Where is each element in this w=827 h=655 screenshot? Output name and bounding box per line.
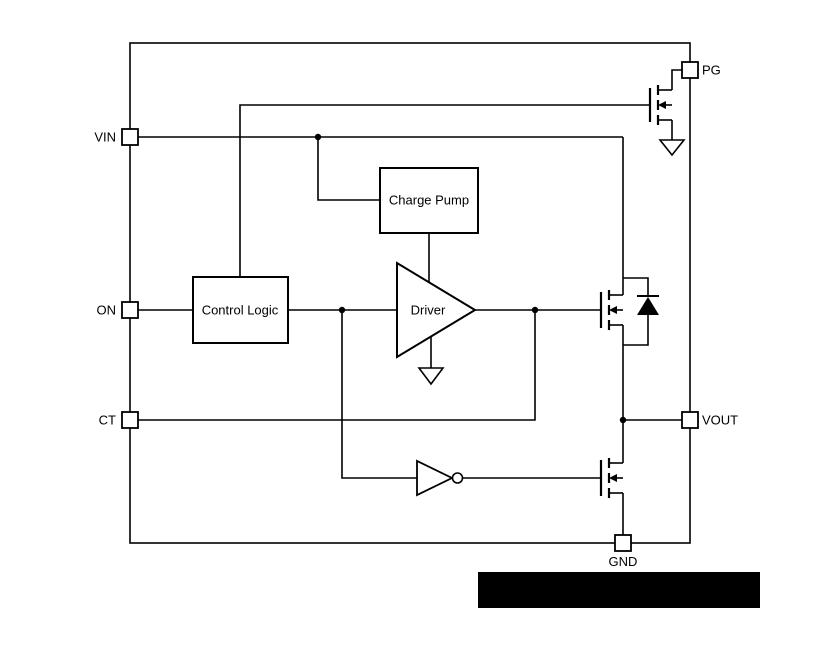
wire-pg-fet-drain bbox=[671, 69, 682, 90]
body-diode-top-lead bbox=[623, 277, 649, 296]
pin-vout-label: VOUT bbox=[702, 413, 738, 428]
pass-fet-body-arrow bbox=[609, 306, 617, 314]
charge-pump-box bbox=[379, 167, 479, 234]
control-logic-box bbox=[192, 276, 289, 344]
control-logic-label: Control Logic bbox=[202, 303, 279, 318]
pin-vout bbox=[681, 411, 699, 429]
pin-pg-label: PG bbox=[702, 63, 721, 78]
inverter bbox=[416, 459, 464, 497]
pin-gnd-label: GND bbox=[609, 554, 638, 569]
wire-charge-pump-input bbox=[317, 137, 380, 201]
inverter-icon bbox=[416, 459, 455, 497]
pin-ct bbox=[121, 411, 139, 429]
junction-dot bbox=[531, 306, 539, 314]
junction-dot bbox=[314, 133, 322, 141]
junction-dot bbox=[619, 416, 627, 424]
pass-fet bbox=[599, 277, 659, 346]
pin-pg bbox=[681, 61, 699, 79]
pg-fet bbox=[648, 85, 686, 157]
wires bbox=[138, 69, 682, 535]
driver-label: Driver bbox=[411, 303, 446, 318]
wire-ct bbox=[138, 310, 536, 421]
inverter-bubble bbox=[451, 472, 464, 484]
discharge-fet-body-arrow bbox=[609, 474, 617, 482]
pin-vin-label: VIN bbox=[94, 130, 116, 145]
pin-ct-label: CT bbox=[99, 413, 116, 428]
wire-inverter-input bbox=[341, 310, 417, 479]
pin-on bbox=[121, 301, 139, 319]
driver-triangle bbox=[396, 261, 477, 359]
discharge-fet bbox=[599, 458, 623, 498]
control-logic-block: Control Logic bbox=[192, 276, 289, 344]
body-diode-icon bbox=[637, 297, 659, 315]
ic-boundary bbox=[129, 42, 691, 544]
charge-pump-block: Charge Pump bbox=[379, 167, 479, 234]
junction-dot bbox=[338, 306, 346, 314]
pin-on-label: ON bbox=[97, 303, 117, 318]
junction-dots bbox=[314, 133, 627, 424]
ground-icon bbox=[658, 139, 686, 157]
pg-fet-body-arrow bbox=[658, 101, 666, 109]
charge-pump-label: Charge Pump bbox=[389, 193, 469, 208]
wire-pg-gate bbox=[239, 104, 650, 277]
pins: VIN ON CT PG VOUT GND bbox=[94, 61, 738, 569]
driver-block: Driver bbox=[396, 261, 477, 386]
ground-icon bbox=[417, 367, 445, 386]
redaction-bar bbox=[478, 572, 760, 608]
body-diode-bottom-lead bbox=[623, 315, 649, 346]
pin-gnd bbox=[614, 534, 632, 552]
pin-vin bbox=[121, 128, 139, 146]
